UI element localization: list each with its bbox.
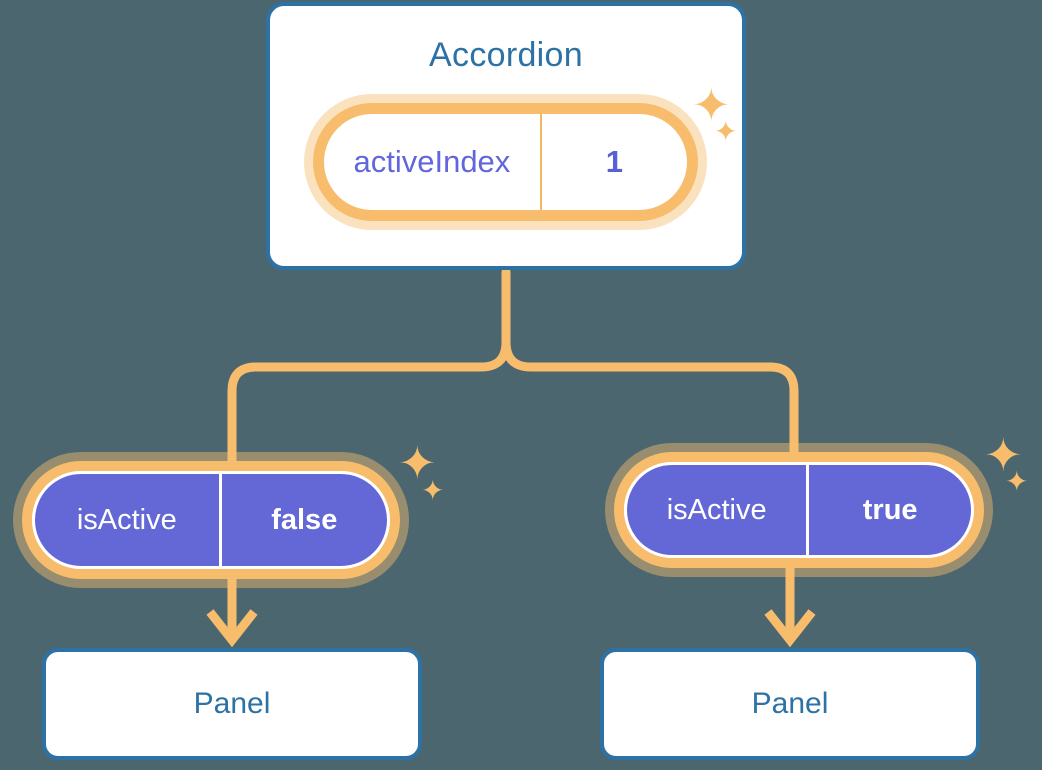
- state-pill-value: 1: [605, 144, 624, 179]
- component-card-panel-left[interactable]: Panel: [42, 648, 422, 760]
- state-pill-key: activeIndex: [324, 114, 542, 210]
- arrow-left: [206, 578, 258, 648]
- connector-branch-left: [227, 337, 511, 467]
- panel-title: Panel: [193, 687, 271, 720]
- component-card-panel-right[interactable]: Panel: [600, 648, 980, 760]
- sparkle-icon: ✦: [398, 437, 437, 489]
- sparkle-icon: ✦: [1005, 466, 1029, 497]
- sparkle-icon: ✦: [421, 475, 445, 506]
- state-pill-key: isActive: [35, 474, 222, 566]
- state-pill-body: isActive false: [32, 471, 390, 569]
- state-pill-key: isActive: [627, 465, 810, 555]
- state-pill-isactive-left[interactable]: isActive false: [22, 461, 400, 579]
- state-pill-isactive-right[interactable]: isActive true: [614, 452, 984, 568]
- state-pill-body: isActive true: [624, 462, 974, 558]
- page-title: Accordion: [429, 36, 583, 74]
- panel-title: Panel: [751, 687, 829, 720]
- connector-branch-right: [501, 337, 799, 459]
- state-pill-value: true: [862, 493, 918, 526]
- sparkle-icon: ✦: [984, 429, 1023, 481]
- state-pill-value: false: [271, 503, 338, 536]
- state-pill-body: activeIndex 1: [324, 114, 687, 210]
- state-pill-activeindex[interactable]: activeIndex 1: [313, 103, 698, 221]
- arrow-right: [764, 568, 816, 648]
